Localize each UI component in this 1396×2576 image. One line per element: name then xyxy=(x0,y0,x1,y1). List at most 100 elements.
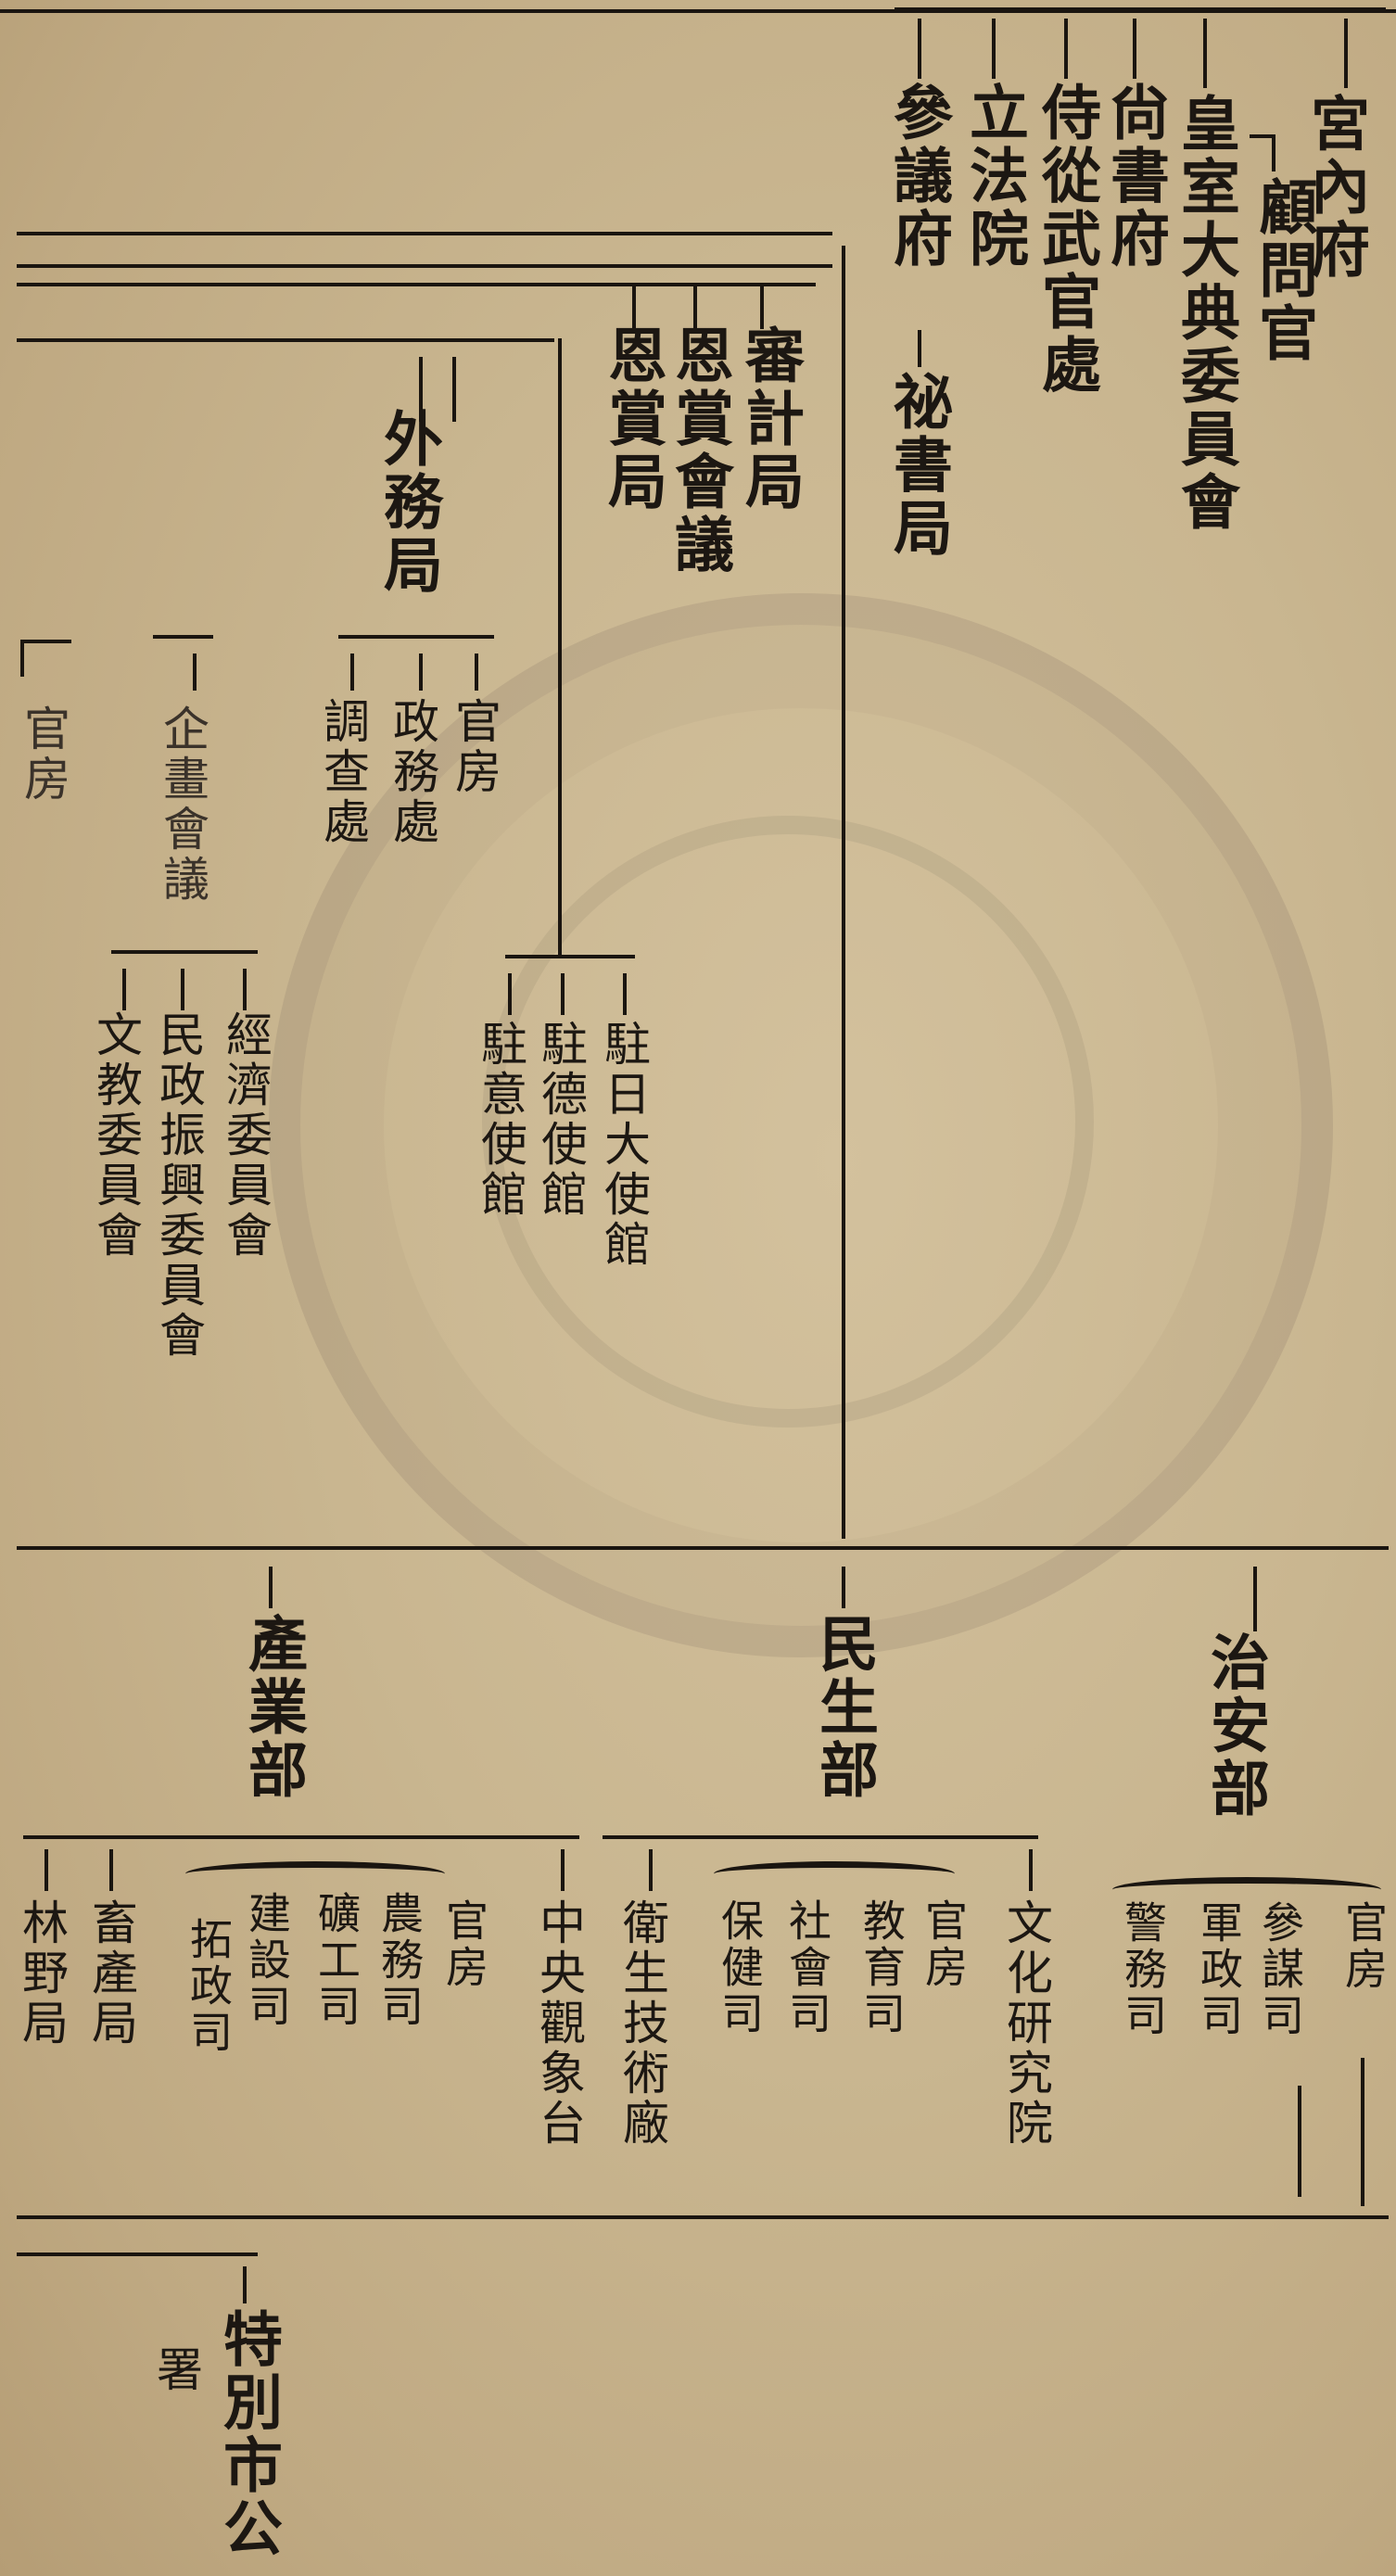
chian-gunsei: 軍政司 xyxy=(1194,1900,1244,2039)
kikaku-h xyxy=(153,635,213,639)
chian-brace xyxy=(1112,1877,1381,1902)
sangyo-nomu: 農務司 xyxy=(374,1891,425,2030)
org-minsei-shinko: 民政振興委員會 xyxy=(152,1010,206,1361)
tick-chunichi xyxy=(623,973,627,1015)
middle-rule-3 xyxy=(17,283,816,286)
gaimu-underline xyxy=(338,635,494,639)
tick-tokubetsu xyxy=(243,2266,247,2303)
middle-rule-1 xyxy=(17,232,832,235)
org-sho: 署 xyxy=(149,2345,203,2395)
ministry-rule xyxy=(17,1546,1389,1550)
chian-tail-1 xyxy=(1361,2058,1364,2206)
tick-kanbo1 xyxy=(475,654,478,691)
middle-rule-4 xyxy=(17,338,554,342)
chian-sanbo: 參謀司 xyxy=(1255,1900,1305,2039)
sangyo-kansho: 中央觀象台 xyxy=(532,1898,586,2149)
tick-eisei xyxy=(649,1849,653,1891)
tick-shinkei xyxy=(760,283,764,329)
tokubetsu-rule xyxy=(17,2252,258,2256)
tick-hisho xyxy=(918,330,921,367)
tick-bunka xyxy=(1029,1849,1033,1891)
org-gaimu: 外務局 xyxy=(374,408,443,597)
main-vertical-line xyxy=(842,246,845,1539)
minsei-bunka: 文化研究院 xyxy=(999,1898,1053,2149)
tick-minsei xyxy=(842,1567,845,1608)
tick-chudoku xyxy=(561,973,565,1015)
org-komon: 顧問官 xyxy=(1249,176,1318,365)
tick-komon xyxy=(1272,134,1275,171)
minsei-brace xyxy=(714,1861,955,1886)
tick-onshokyoku xyxy=(632,283,636,329)
tick-jiju xyxy=(1064,19,1068,79)
sangyo-kanbo: 官房 xyxy=(439,1898,489,1991)
org-chudoku: 駐德使館 xyxy=(534,1020,588,1220)
org-jijubukan: 侍從武官處 xyxy=(1032,82,1101,397)
tick-gaimu-2 xyxy=(452,357,456,422)
chian-tail-2 xyxy=(1298,2086,1301,2197)
org-keizai: 經濟委員會 xyxy=(219,1010,273,1261)
tick-rinya xyxy=(44,1849,48,1891)
minsei-hoken: 保健司 xyxy=(715,1898,765,2037)
chian-kanbo: 官房 xyxy=(1339,1900,1389,1993)
sangyo-takusei: 拓政司 xyxy=(184,1917,234,2056)
top-rule xyxy=(0,9,1396,13)
sangyo-rule xyxy=(23,1835,579,1839)
org-seimusho: 政務處 xyxy=(386,697,439,847)
minsei-shakai: 社會司 xyxy=(782,1898,832,2037)
tick-kikaku xyxy=(193,654,197,691)
org-chian: 治安部 xyxy=(1200,1631,1270,1821)
chian-keimu: 警務司 xyxy=(1118,1900,1168,2039)
tick-seimu xyxy=(419,654,423,691)
tick-onshokaigi xyxy=(693,283,697,329)
tick-shousho xyxy=(1133,19,1136,79)
tick-rippo xyxy=(992,19,996,79)
org-koushitsu: 皇室大典委員會 xyxy=(1171,93,1240,534)
tick-chui xyxy=(508,973,512,1015)
org-minsei: 民生部 xyxy=(809,1613,879,1802)
tick-sangyo xyxy=(269,1567,273,1608)
tick-kansho xyxy=(561,1849,565,1891)
org-chui: 駐意使館 xyxy=(474,1020,527,1220)
tick-sangi xyxy=(918,19,921,79)
minsei-eisei: 衛生技術廠 xyxy=(616,1898,669,2149)
embassy-rule xyxy=(505,955,635,958)
tick-gaimu xyxy=(419,357,423,422)
org-kunai: 宮內府 xyxy=(1301,93,1370,282)
top-branch-line xyxy=(895,7,1386,11)
tick-kunai xyxy=(1344,19,1348,88)
org-kanbo1: 官房 xyxy=(448,697,501,797)
org-onshokyoku: 恩賞局 xyxy=(598,324,667,514)
tick-bunkyo xyxy=(122,969,126,1010)
org-rippoin: 立法院 xyxy=(959,82,1029,271)
sangyo-chikusan: 畜產局 xyxy=(84,1898,138,2049)
tick-chian xyxy=(1253,1567,1257,1631)
org-hishokyoku: 祕書局 xyxy=(883,371,953,560)
org-chosasho: 調查處 xyxy=(316,697,370,847)
org-kikaku: 企畫會議 xyxy=(156,704,209,905)
tick-chosa xyxy=(350,654,354,691)
org-shinkei: 審計局 xyxy=(735,324,805,514)
org-chunichi: 駐日大使館 xyxy=(597,1020,651,1270)
sangyo-brace xyxy=(185,1861,445,1886)
minsei-kanbo: 官房 xyxy=(919,1898,969,1991)
org-onshokaigi: 恩賞會議 xyxy=(665,324,734,577)
tick-komon-h xyxy=(1250,134,1275,138)
middle-rule-2 xyxy=(17,264,832,268)
bottom-rule xyxy=(17,2215,1389,2219)
org-shousho: 尙書府 xyxy=(1100,82,1170,271)
vertical-embassy-line xyxy=(558,338,562,955)
committee-rule xyxy=(111,950,258,954)
minsei-kyoiku: 教育司 xyxy=(857,1898,907,2037)
org-sangyo: 產業部 xyxy=(238,1613,308,1802)
org-tokubetsu: 特別市公 xyxy=(213,2308,283,2560)
sangyo-kensetsu: 建設司 xyxy=(242,1891,292,2030)
org-kanbo2: 官房 xyxy=(17,704,70,805)
tick-kanbo2 xyxy=(20,640,24,677)
sangyo-kokou: 礦工司 xyxy=(311,1891,362,2030)
tick-keizai xyxy=(243,969,247,1010)
org-sangifu: 參議府 xyxy=(883,82,953,271)
tick-chikusan xyxy=(109,1849,113,1891)
tick-koushitsu xyxy=(1203,19,1207,88)
tick-minsei-shinko xyxy=(181,969,184,1010)
org-bunkyo: 文教委員會 xyxy=(89,1010,143,1261)
